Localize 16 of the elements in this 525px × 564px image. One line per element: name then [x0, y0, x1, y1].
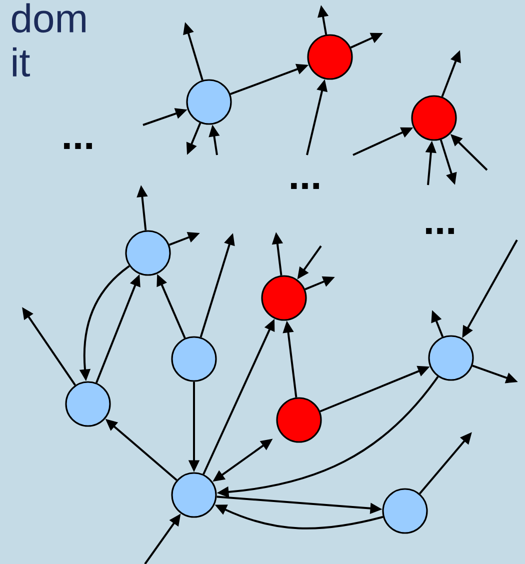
slide-text: dom — [12, 3, 86, 33]
circle-node — [411, 95, 457, 141]
circle-node — [171, 336, 217, 382]
circle-node — [307, 34, 353, 80]
circle-node — [276, 397, 322, 443]
circle-node — [65, 381, 111, 427]
ellipsis-mark: ... — [426, 228, 454, 234]
slide-text: it — [12, 47, 30, 77]
circle-node — [125, 230, 171, 276]
circle-node — [261, 275, 307, 321]
ellipsis-mark: ... — [64, 143, 92, 149]
ellipsis-mark: ... — [291, 183, 319, 189]
circle-node — [428, 335, 474, 381]
circle-node — [171, 472, 217, 518]
circle-node — [382, 488, 428, 534]
circle-node — [186, 79, 232, 125]
